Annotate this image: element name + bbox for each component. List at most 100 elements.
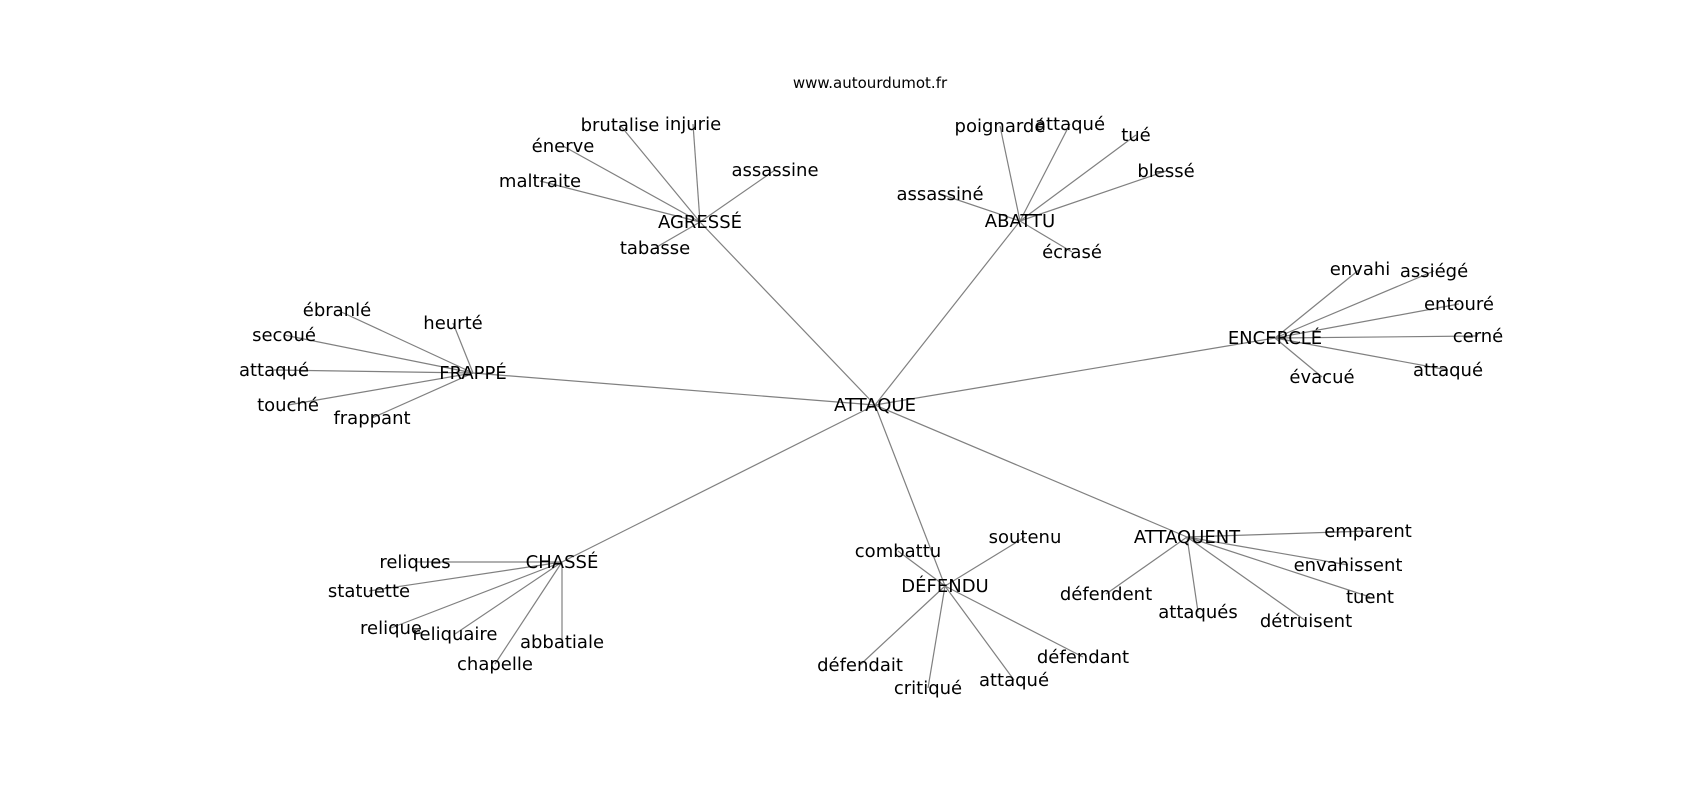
leaf-node: critiqué [894, 678, 962, 699]
leaf-node: relique [360, 618, 422, 639]
edge-root-hub [874, 404, 1188, 538]
edge-hub-leaf [539, 180, 701, 223]
leaf-node: touché [257, 395, 319, 416]
leaf-node: emparent [1324, 521, 1412, 542]
site-url: www.autourdumot.fr [793, 74, 948, 92]
edge-hub-leaf [283, 334, 474, 374]
leaf-node: énerve [532, 136, 595, 157]
leaf-node: soutenu [989, 527, 1062, 548]
edge-hub-leaf [1274, 303, 1460, 339]
leaf-node: entouré [1424, 294, 1494, 315]
edge-hub-leaf [1186, 536, 1199, 613]
edge-hub-leaf [368, 561, 563, 592]
edge-root-hub [561, 404, 876, 563]
edge-hub-leaf [859, 585, 946, 666]
leaf-node: assassiné [896, 184, 983, 205]
leaf-node: brutalise [581, 115, 660, 136]
leaf-node: abbatiale [520, 632, 604, 653]
leaf-node: frappant [333, 408, 410, 429]
edge-root-hub [472, 372, 876, 406]
edge-hub-leaf [927, 585, 946, 689]
leaf-node: attaqué [1413, 360, 1483, 381]
leaf-node: détruisent [1260, 611, 1352, 632]
edge-root-hub [874, 337, 1276, 406]
edge-hub-leaf [1019, 123, 1071, 222]
leaf-node: poignardé [955, 116, 1046, 137]
edge-hub-leaf [699, 169, 776, 223]
edge-hub-leaf [1186, 530, 1369, 538]
edge-hub-leaf [1186, 536, 1371, 598]
edge-hub-leaf [654, 221, 701, 249]
leaf-node: assassine [731, 160, 818, 181]
edges [273, 123, 1479, 689]
edge-hub-leaf [939, 193, 1021, 222]
edge-hub-leaf [273, 369, 474, 374]
leaf-node: reliquaire [412, 624, 497, 645]
hub-node: DÉFENDU [901, 575, 988, 597]
leaf-node: blessé [1137, 161, 1194, 182]
edge-root-hub [874, 404, 946, 587]
edge-hub-leaf [1105, 536, 1188, 595]
edge-hub-leaf [390, 561, 563, 629]
root-node: ATTAQUE [834, 395, 916, 416]
edge-hub-leaf [999, 125, 1021, 222]
hub-node: ABATTU [985, 211, 1055, 232]
edge-hub-leaf [1186, 536, 1307, 622]
hub-node: CHASSÉ [526, 551, 599, 573]
leaf-node: reliques [379, 552, 450, 573]
leaf-node: tué [1121, 125, 1151, 146]
edge-hub-leaf [371, 372, 474, 419]
leaf-node: défendent [1060, 584, 1152, 605]
leaf-node: évacué [1289, 367, 1354, 388]
leaf-node: envahi [1330, 259, 1391, 280]
edge-hub-leaf [452, 322, 474, 374]
hub-node: ATTAQUENT [1134, 527, 1241, 548]
edge-hub-leaf [562, 145, 701, 223]
leaf-node: combattu [855, 541, 941, 562]
leaf-node: statuette [328, 581, 410, 602]
leaf-node: tuent [1346, 587, 1394, 608]
leaf-node: cerné [1453, 326, 1504, 347]
leaf-node: attaqués [1158, 602, 1237, 623]
edge-hub-leaf [692, 123, 701, 223]
leaf-node: chapelle [457, 654, 533, 675]
leaf-node: attaqué [979, 670, 1049, 691]
leaf-node: attaqué [1035, 114, 1105, 135]
leaf-node: injurie [665, 114, 721, 135]
edge-hub-leaf [1274, 270, 1435, 339]
edge-hub-leaf [1274, 337, 1323, 378]
edge-hub-leaf [336, 309, 474, 374]
edge-hub-leaf [1019, 134, 1137, 222]
edge-hub-leaf [287, 372, 474, 406]
leaf-node: défendant [1037, 647, 1129, 668]
edge-hub-leaf [1186, 536, 1349, 566]
edge-hub-leaf [944, 536, 1026, 587]
edge-hub-leaf [1019, 220, 1073, 253]
leaf-node: assiégé [1400, 261, 1468, 282]
edge-hub-leaf [619, 124, 701, 223]
leaf-node: envahissent [1294, 555, 1403, 576]
edge-hub-leaf [944, 585, 1084, 658]
edge-hub-leaf [494, 561, 563, 665]
leaf-node: maltraite [499, 171, 581, 192]
edge-root-hub [874, 220, 1021, 406]
leaf-node: ébranlé [303, 300, 371, 321]
leaf-node: secoué [252, 325, 316, 346]
leaf-node: défendait [817, 655, 903, 676]
edge-hub-leaf [1274, 268, 1361, 339]
leaf-node: heurté [423, 313, 482, 334]
edge-hub-leaf [1274, 337, 1449, 371]
hub-node: FRAPPÉ [439, 362, 507, 384]
leaf-node: attaqué [239, 360, 309, 381]
edge-hub-leaf [1019, 170, 1167, 222]
leaf-node: tabasse [620, 238, 690, 259]
leaf-node: écrasé [1042, 242, 1102, 263]
edge-hub-leaf [897, 550, 946, 587]
hub-node: AGRESSÉ [658, 211, 742, 233]
edge-hub-leaf [1274, 335, 1479, 339]
edge-hub-leaf [454, 561, 563, 635]
edge-hub-leaf [944, 585, 1015, 681]
edge-root-hub [699, 221, 876, 406]
